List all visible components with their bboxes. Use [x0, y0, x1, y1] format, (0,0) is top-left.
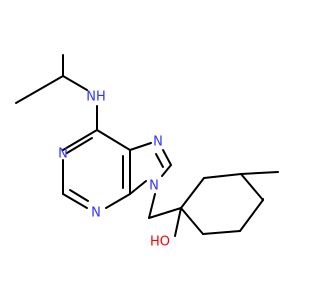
bond-ring-methyl	[240, 171, 279, 175]
bond-n9-c4	[129, 180, 147, 195]
bond-c6-n1	[62, 129, 98, 151]
bond-c2-n3	[62, 193, 88, 209]
bond-methyl-ch-left	[15, 75, 64, 104]
atom-label-n3: N	[91, 206, 101, 221]
bond-c5-n7	[129, 142, 152, 151]
bond-c6-n1-double	[66, 137, 93, 154]
bond-c5-c6-ring	[202, 230, 241, 235]
bond-c8-n9	[161, 164, 172, 177]
bond-c3-c4-ring	[240, 173, 264, 201]
bond-c1-oh	[174, 207, 182, 237]
atom-label-n9: N	[149, 179, 159, 194]
atom-label-oh: HO	[150, 235, 170, 250]
atom-label-nh: NH	[86, 90, 106, 105]
bond-n7-c8-double	[155, 153, 164, 168]
bond-c2-c3-ring	[203, 173, 242, 179]
bond-n7-c8	[162, 149, 172, 166]
atom-label-n1: N	[58, 147, 68, 162]
bond-c1-c2-ring	[180, 177, 205, 209]
bond-c2-n3-double	[69, 189, 89, 202]
bond-ch-nh	[62, 75, 88, 91]
bond-c5-c6	[96, 129, 131, 151]
bond-c6-c1-ring	[180, 207, 204, 235]
bond-layer	[15, 54, 279, 237]
bond-ch2-c1	[148, 207, 182, 219]
bond-n3-c4	[105, 193, 131, 209]
atom-label-layer: NH N N N N HO	[58, 90, 170, 250]
molecule-diagram: NH N N N N HO	[15, 54, 279, 250]
bond-n9-ch2	[148, 193, 156, 219]
atom-label-n7: N	[153, 135, 163, 150]
bond-c4-c5-ring	[239, 199, 264, 232]
